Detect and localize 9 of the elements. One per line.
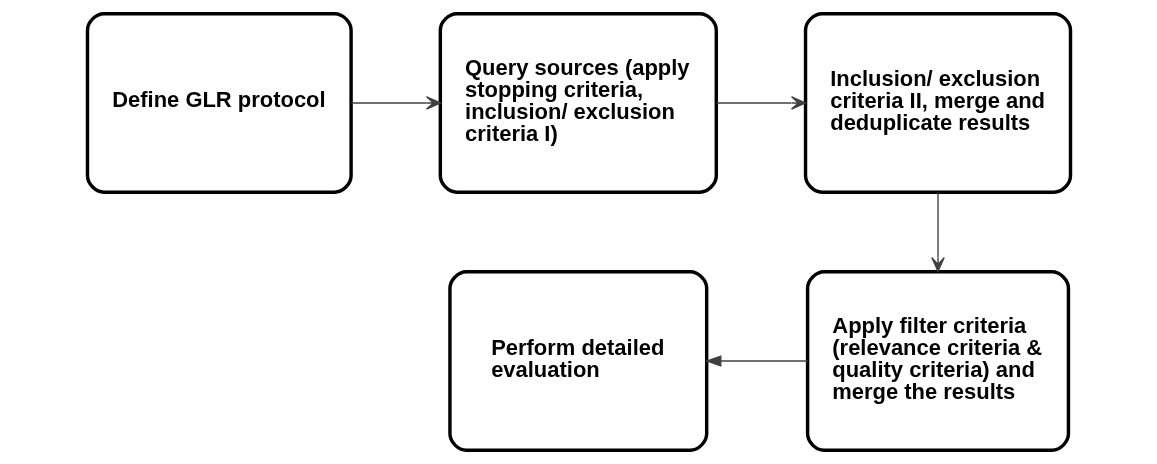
node-box: Perform detailed evaluation (447, 270, 708, 452)
arrow (704, 355, 808, 367)
node-box: Apply filter criteria (relevance criteria & quality criteria) and merge the results (805, 270, 1070, 452)
arrow (350, 96, 441, 110)
arrow (930, 191, 945, 272)
node-box: Define GLR protocol (85, 12, 353, 194)
arrow (715, 96, 806, 110)
node-box: Query sources (apply stopping criteria, inclusion/ exclusion criteria I) (438, 12, 718, 194)
node-box: Inclusion/ exclusion criteria II, merge and deduplicate results (803, 12, 1072, 194)
